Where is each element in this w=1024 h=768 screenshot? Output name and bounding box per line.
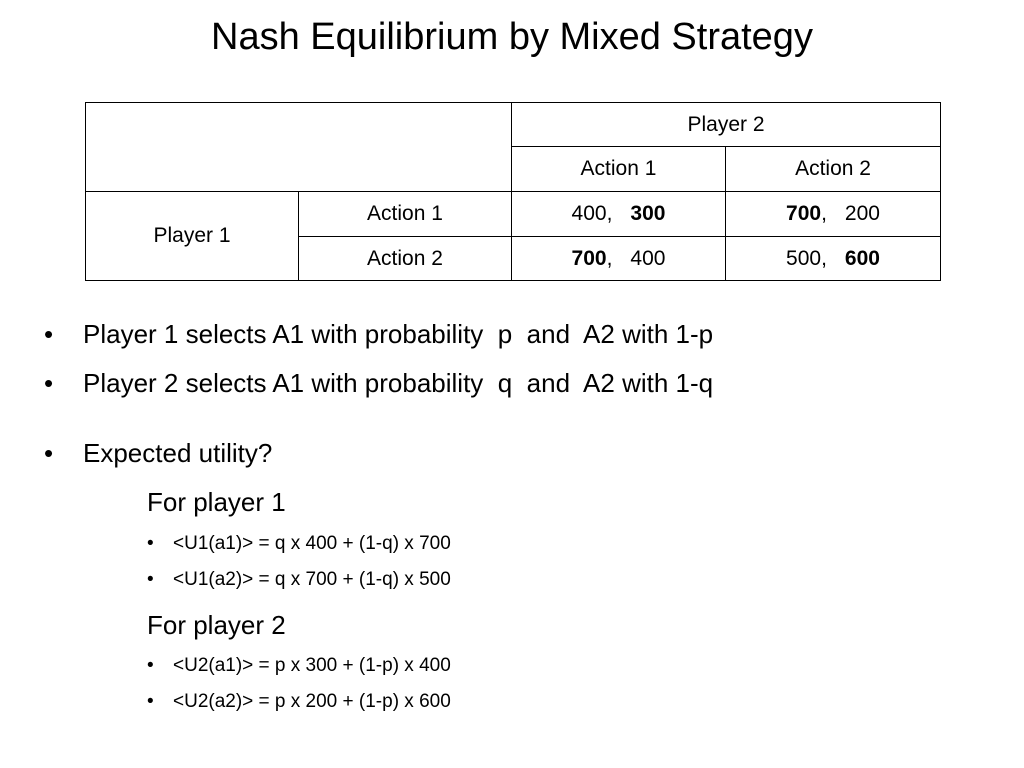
cell-r2c1-sep: , xyxy=(606,246,613,270)
bullet-dot: • xyxy=(44,368,54,398)
player1-header: Player 1 xyxy=(85,191,299,281)
player2-heading: For player 2 xyxy=(147,610,286,640)
sub-bullet-dot: • xyxy=(147,655,154,676)
cell-r1c2: 700, 200 xyxy=(724,191,942,237)
cell-r2c1-p2: 400 xyxy=(630,246,666,270)
bullet-dot: • xyxy=(44,319,54,349)
bullet-player2-strategy: Player 2 selects A1 with probability q a… xyxy=(83,368,714,398)
col-header-action2: Action 2 xyxy=(724,146,942,192)
formula-u2-a1: <U2(a1)> = p x 300 + (1-p) x 400 xyxy=(173,655,451,676)
col-header-action1: Action 1 xyxy=(511,146,726,192)
cell-r1c2-p1: 700 xyxy=(786,202,822,225)
cell-r2c1-p1: 700 xyxy=(571,246,607,270)
empty-corner-cell xyxy=(85,102,512,192)
row-header-action2: Action 2 xyxy=(298,236,512,281)
formula-u1-a2: <U1(a2)> = q x 700 + (1-q) x 500 xyxy=(173,569,451,590)
sub-bullet-dot: • xyxy=(147,569,154,590)
player1-heading: For player 1 xyxy=(147,487,286,517)
cell-r1c2-p2: 200 xyxy=(844,202,880,225)
cell-r2c2-p1: 500, xyxy=(786,246,827,270)
cell-r1c1-p1: 400, xyxy=(571,202,613,225)
payoff-matrix: Player 2 Action 1 Action 2 Player 1 Acti… xyxy=(85,102,942,281)
formula-u2-a2: <U2(a2)> = p x 200 + (1-p) x 600 xyxy=(173,691,451,712)
bullet-dot: • xyxy=(44,438,54,468)
player2-header: Player 2 xyxy=(510,102,942,147)
cell-r1c1-p2: 300 xyxy=(630,202,666,225)
cell-r1c1: 400, 300 xyxy=(511,191,726,237)
cell-r2c2-p2: 600 xyxy=(844,246,880,270)
sub-bullet-dot: • xyxy=(147,691,154,712)
cell-r1c2-sep: , xyxy=(821,202,827,225)
cell-r2c2: 500, 600 xyxy=(724,236,942,281)
cell-r2c1: 700, 400 xyxy=(511,236,726,281)
sub-bullet-dot: • xyxy=(147,533,154,554)
slide-title: Nash Equilibrium by Mixed Strategy xyxy=(211,16,813,58)
bullet-expected-utility: Expected utility? xyxy=(83,438,273,468)
formula-u1-a1: <U1(a1)> = q x 400 + (1-q) x 700 xyxy=(173,533,451,554)
row-header-action1: Action 1 xyxy=(298,191,512,237)
bullet-player1-strategy: Player 1 selects A1 with probability p a… xyxy=(83,319,714,349)
